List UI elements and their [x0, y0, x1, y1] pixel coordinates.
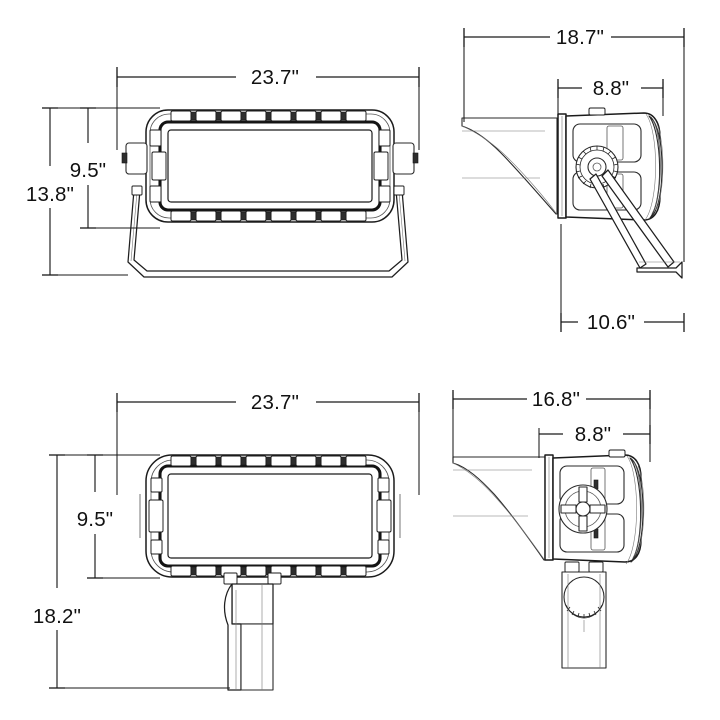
- heatsink-fins-top-sf: [170, 455, 367, 467]
- view-front-trunnion: 23.7" 9.5" 13.8": [26, 66, 420, 278]
- dim-label-br-width-outer: 16.8": [532, 388, 580, 411]
- knuckle-hub: [587, 157, 607, 177]
- cross-hub-center: [575, 501, 591, 517]
- dimension-tr-width-inner: 8.8": [557, 77, 664, 116]
- dim-label-bl-height-outer: 18.2": [33, 605, 81, 628]
- dim-label-tr-width-inner: 8.8": [593, 77, 630, 100]
- view-side-slipfitter: 16.8" 8.8": [452, 388, 651, 669]
- dimension-tl-height-outer: 13.8": [26, 107, 128, 276]
- slipfitter-boss-left: [223, 572, 238, 585]
- heatsink-fins-top: [170, 110, 367, 122]
- dim-label-tl-height-inner: 9.5": [70, 159, 107, 182]
- dimension-bl-height-outer: 18.2": [33, 454, 230, 689]
- end-cap-bosses: [121, 142, 419, 175]
- yoke-arms-side-trunnion: [589, 169, 683, 279]
- dimension-br-width-inner: 8.8": [538, 423, 651, 458]
- yoke-pivot-right: [393, 185, 405, 196]
- side-hinge-blocks: [149, 129, 391, 203]
- fixture-housing-front-slipfitter: [139, 454, 401, 578]
- dim-label-tl-width: 23.7": [251, 66, 299, 89]
- dimension-bl-width: 23.7": [116, 391, 420, 495]
- slipfitter-boss-right: [267, 572, 282, 585]
- pole-arm-shaft: [240, 623, 274, 691]
- dimension-tl-width: 23.7": [116, 66, 420, 150]
- dim-label-bl-width: 23.7": [251, 391, 299, 414]
- dim-label-br-width-inner: 8.8": [575, 423, 612, 446]
- cross-hub-slipfitter: [558, 484, 608, 534]
- dim-label-bl-height-inner: 9.5": [77, 508, 114, 531]
- lens-panel: [167, 129, 373, 203]
- slipfitter-collar: [231, 583, 274, 625]
- dim-label-tl-height-outer: 13.8": [26, 183, 74, 206]
- dimension-tr-width-bottom: 10.6": [560, 224, 685, 334]
- slipfitter-knuckle: [561, 561, 607, 669]
- top-boss-sf: [608, 449, 626, 458]
- lens-panel-sf: [167, 473, 373, 559]
- dial-serrations: [566, 606, 602, 618]
- view-front-slipfitter: 23.7" 9.5" 18.2": [33, 391, 420, 691]
- mount-gusset-trunnion: [461, 117, 558, 215]
- yoke-arm-far: [601, 169, 675, 268]
- slipfitter-pole-mount: [223, 572, 282, 691]
- heatsink-fins-bottom: [170, 210, 367, 222]
- gusset-body-sf: [452, 456, 546, 561]
- dim-label-tr-width-outer: 18.7": [556, 26, 604, 49]
- side-hinge-blocks-sf: [139, 477, 401, 555]
- yoke-foot: [636, 261, 683, 279]
- dimension-tr-width-outer: 18.7": [463, 26, 685, 262]
- dimension-tl-height-inner: 9.5": [70, 107, 160, 229]
- fixture-housing-front-trunnion: [121, 109, 419, 223]
- view-side-trunnion: 18.7" 8.8" 10.6": [461, 26, 685, 334]
- trunnion-yoke-bracket: [127, 185, 409, 278]
- dim-label-tr-width-bottom: 10.6": [587, 311, 635, 334]
- mount-gusset-slipfitter: [452, 456, 546, 561]
- yoke-pivot-left: [131, 185, 143, 196]
- top-boss: [588, 107, 606, 116]
